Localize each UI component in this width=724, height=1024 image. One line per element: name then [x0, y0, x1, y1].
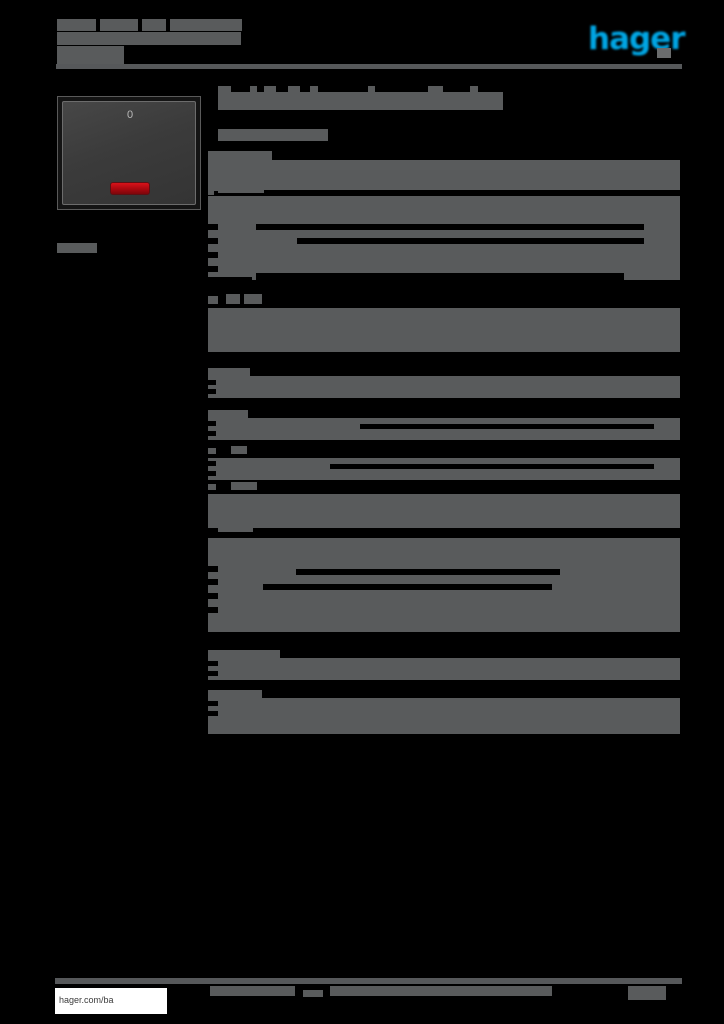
- value-gap: [263, 584, 552, 590]
- footer-page-number: [628, 986, 666, 1000]
- header-title-fragment-1: [57, 19, 96, 31]
- page-footer: [0, 978, 724, 1024]
- row-gap: [208, 701, 218, 706]
- page-title-ascender-3: [264, 86, 276, 93]
- row-gap: [208, 607, 218, 613]
- section-7-band: [208, 658, 680, 680]
- rocker-zero-marking: 0: [126, 109, 134, 121]
- switch-rocker: 0: [62, 101, 196, 205]
- row-gap: [208, 528, 218, 534]
- section-6-band-a: [208, 494, 680, 532]
- row-gap: [208, 661, 218, 666]
- row-gap: [208, 224, 218, 230]
- value-gap: [296, 569, 560, 575]
- page-subtitle: [218, 129, 328, 141]
- footer-divider: [55, 978, 682, 984]
- footer-center-fragment-2: [303, 990, 323, 997]
- row-gap: [208, 579, 218, 585]
- section-3-band: [208, 376, 680, 398]
- footer-center-fragment-3: [330, 986, 552, 996]
- section-heading-5: [231, 446, 247, 454]
- footer-url-link[interactable]: hager.com/ba: [59, 995, 114, 1005]
- section-heading-5-tick: [208, 448, 216, 454]
- footer-center-fragment-1: [210, 986, 295, 996]
- row-gap: [208, 566, 218, 572]
- section-8-band: [208, 698, 680, 734]
- page-title-ascender-6: [368, 86, 375, 93]
- page-title-ascender-1: [218, 86, 231, 93]
- header-title-fragment-3: [142, 19, 166, 31]
- logo-underline-mark: [657, 48, 671, 58]
- page-title-ascender-7: [428, 86, 443, 93]
- section-heading-1: [208, 151, 272, 162]
- section-heading-7: [208, 650, 280, 660]
- footer-url-box[interactable]: hager.com/ba: [55, 988, 167, 1014]
- page-title-ascender-2: [250, 86, 257, 93]
- row-tick: [208, 190, 214, 195]
- row-gap: [208, 380, 216, 385]
- section-heading-2-tick: [208, 296, 218, 304]
- page-header: hager: [0, 0, 724, 80]
- section-heading-8: [208, 690, 262, 700]
- section-heading-2-b: [244, 294, 262, 304]
- value-gap: [360, 424, 654, 429]
- product-image: 0: [57, 96, 201, 210]
- row-gap: [208, 277, 252, 281]
- section-heading-3: [208, 368, 250, 378]
- product-reference-label: [57, 243, 97, 253]
- header-title-fragment-4: [170, 19, 242, 31]
- row-label-5b: [231, 482, 257, 490]
- section-heading-2-a: [226, 294, 240, 304]
- header-subtitle-block: [57, 46, 124, 64]
- row-gap: [264, 190, 680, 194]
- row-gap: [208, 238, 218, 244]
- value-gap: [253, 528, 680, 533]
- row-gap: [208, 266, 218, 272]
- page-title-ascender-5: [310, 86, 318, 93]
- value-gap: [256, 224, 644, 230]
- header-title-block: [57, 32, 241, 45]
- row-gap: [208, 252, 218, 258]
- section-2-band: [208, 308, 680, 352]
- page-title: [218, 92, 503, 110]
- section-4-band: [208, 418, 680, 440]
- row-gap: [208, 461, 216, 466]
- value-gap: [297, 238, 644, 244]
- header-divider: [56, 64, 682, 69]
- row-gap: [208, 711, 218, 716]
- section-heading-4: [208, 410, 248, 420]
- section-1-band: [208, 160, 680, 193]
- row-gap: [208, 389, 216, 394]
- row-gap: [208, 471, 216, 476]
- indicator-lens-icon: [110, 182, 150, 195]
- row-gap: [208, 671, 218, 676]
- row-gap: [208, 421, 216, 426]
- page-title-ascender-8: [470, 86, 478, 93]
- value-gap: [330, 464, 654, 469]
- header-title-fragment-2: [100, 19, 138, 31]
- row-label-tick: [208, 484, 216, 490]
- section-5-band: [208, 458, 680, 480]
- row-gap: [208, 593, 218, 599]
- page-title-ascender-4: [288, 86, 300, 93]
- row-gap: [208, 431, 216, 436]
- value-gap: [256, 273, 624, 280]
